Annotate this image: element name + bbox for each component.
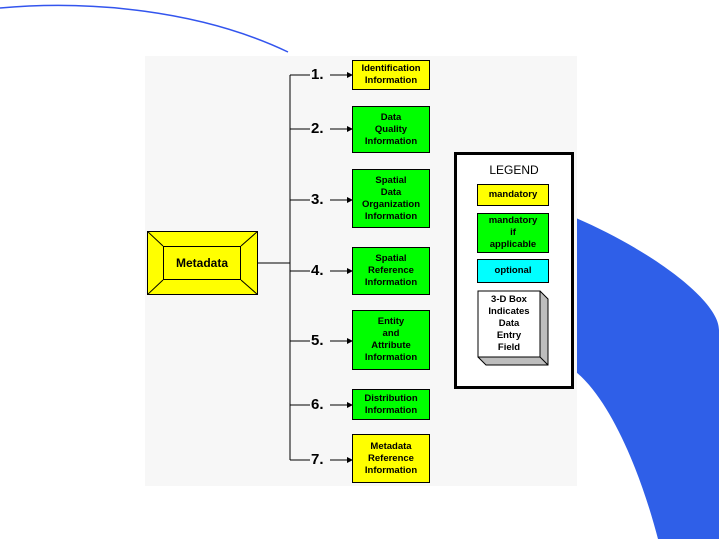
metadata-root-label: Metadata bbox=[163, 246, 241, 280]
section-box-entity-attribute: Entity and Attribute Information bbox=[352, 310, 430, 370]
legend-title: LEGEND bbox=[489, 163, 539, 177]
section-box-data-quality: Data Quality Information bbox=[352, 106, 430, 153]
section-number-4: 4. bbox=[311, 262, 324, 279]
legend-3d-box-label: 3-D Box Indicates Data Entry Field bbox=[488, 293, 530, 353]
section-number-7: 7. bbox=[311, 451, 324, 468]
section-box-identification: Identification Information bbox=[352, 60, 430, 90]
section-number-1: 1. bbox=[311, 66, 324, 83]
section-box-spatial-data-organization: Spatial Data Organization Information bbox=[352, 169, 430, 228]
section-number-5: 5. bbox=[311, 332, 324, 349]
legend-optional-swatch: optional bbox=[477, 259, 549, 283]
section-number-3: 3. bbox=[311, 191, 324, 208]
section-number-2: 2. bbox=[311, 120, 324, 137]
legend-3d-box-shape bbox=[477, 290, 549, 366]
legend-mandatory-swatch: mandatory bbox=[477, 184, 549, 206]
section-number-6: 6. bbox=[311, 396, 324, 413]
legend-mandatory-if-applicable-swatch: mandatory if applicable bbox=[477, 213, 549, 253]
section-box-metadata-reference: Metadata Reference Information bbox=[352, 434, 430, 483]
section-box-spatial-reference: Spatial Reference Information bbox=[352, 247, 430, 295]
section-box-distribution: Distribution Information bbox=[352, 389, 430, 420]
